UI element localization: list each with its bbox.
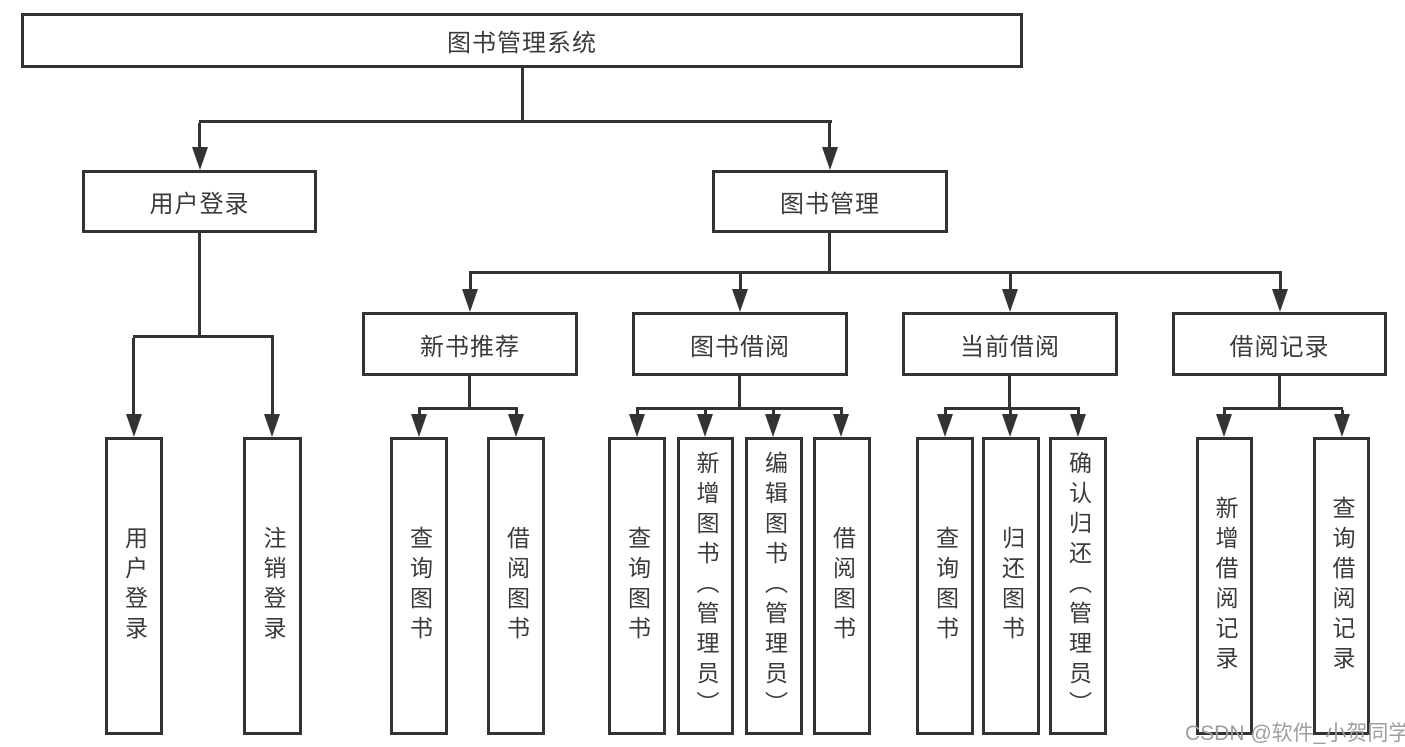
node-borrow-records: 借阅记录 <box>1172 312 1387 376</box>
node-book-borrow: 图书借阅 <box>632 312 848 376</box>
leaf-newbook-borrow-books: 借阅图书 <box>487 437 545 735</box>
arrowhead-cb-confirm <box>1070 414 1086 437</box>
leaf-newbook-query-books-label: 查询图书 <box>406 526 433 646</box>
node-new-book-recommend-label: 新书推荐 <box>420 333 520 361</box>
connector-current-vline <box>1008 376 1011 407</box>
connector-newbook-hline <box>418 407 518 410</box>
leaf-borrow-query-books-label: 查询图书 <box>624 526 651 646</box>
node-book-borrow-label: 图书借阅 <box>690 333 790 361</box>
leaf-current-return-books: 归还图书 <box>982 437 1040 735</box>
leaf-records-add-record-label: 新增借阅记录 <box>1212 496 1238 676</box>
leaf-borrow-edit-books-admin: 编辑图书（管理员） <box>745 437 803 735</box>
arrowhead-nb-borrow <box>508 414 524 437</box>
connector-current-stem-2 <box>1009 410 1012 415</box>
arrowhead-borrow-records <box>1272 289 1288 312</box>
leaf-user-login: 用户登录 <box>105 437 163 735</box>
arrowhead-bb-edit <box>765 414 781 437</box>
leaf-records-query-record-label: 查询借阅记录 <box>1329 496 1355 676</box>
leaf-current-confirm-return-admin-label: 确认归还（管理员） <box>1065 451 1092 721</box>
arrowhead-book-borrow <box>732 289 748 312</box>
node-new-book-recommend: 新书推荐 <box>362 312 578 376</box>
arrowhead-user-login <box>192 147 208 170</box>
connector-root-hline <box>199 120 832 123</box>
connector-root-vline <box>521 68 524 123</box>
connector-userlogin-stem-2 <box>271 338 274 415</box>
connector-newbook-stem-1 <box>418 410 421 415</box>
arrowhead-leaf-user-login <box>126 414 142 437</box>
node-root-label: 图书管理系统 <box>447 30 597 57</box>
leaf-newbook-borrow-books-label: 借阅图书 <box>503 526 530 646</box>
connector-bookmgmt-stem-2 <box>739 274 742 290</box>
arrowhead-br-query <box>1334 414 1350 437</box>
node-user-login-label: 用户登录 <box>149 191 250 218</box>
arrowhead-nb-query <box>411 414 427 437</box>
connector-borrow-stem-2 <box>704 410 707 415</box>
connector-userlogin-hline <box>133 335 274 338</box>
arrowhead-current-borrow <box>1002 289 1018 312</box>
node-user-login: 用户登录 <box>82 170 317 233</box>
leaf-borrow-query-books: 查询图书 <box>608 437 666 735</box>
connector-newbook-stem-2 <box>515 410 518 415</box>
leaf-borrow-borrow-books-label: 借阅图书 <box>829 526 856 646</box>
arrowhead-cb-return <box>1002 414 1018 437</box>
csdn-watermark: CSDN @软件_小贺同学 <box>1185 722 1405 745</box>
connector-current-hline <box>944 407 1080 410</box>
connector-newbook-vline <box>468 376 471 407</box>
arrowhead-bb-borrow <box>833 414 849 437</box>
connector-borrow-stem-1 <box>636 410 639 415</box>
node-current-borrow-label: 当前借阅 <box>960 333 1060 361</box>
connector-bookmgmt-hline <box>469 271 1282 274</box>
arrowhead-book-management <box>822 147 838 170</box>
arrowhead-leaf-logout <box>264 414 280 437</box>
connector-records-hline <box>1223 407 1343 410</box>
node-current-borrow: 当前借阅 <box>902 312 1118 376</box>
connector-records-stem-2 <box>1341 410 1344 415</box>
leaf-records-query-record: 查询借阅记录 <box>1313 437 1370 735</box>
leaf-current-query-books: 查询图书 <box>916 437 974 735</box>
connector-bookmgmt-stem-3 <box>1009 274 1012 290</box>
arrowhead-br-add <box>1216 414 1232 437</box>
connector-records-vline <box>1278 376 1281 407</box>
leaf-current-query-books-label: 查询图书 <box>932 526 959 646</box>
leaf-current-confirm-return-admin: 确认归还（管理员） <box>1049 437 1107 735</box>
connector-bookmgmt-vline <box>828 233 831 271</box>
arrowhead-bb-query <box>629 414 645 437</box>
connector-userlogin-stem-1 <box>132 338 135 415</box>
node-book-management-label: 图书管理 <box>780 191 880 218</box>
connector-userlogin-vline <box>198 233 201 335</box>
arrowhead-new-book <box>462 289 478 312</box>
arrowhead-cb-query <box>937 414 953 437</box>
arrowhead-bb-add <box>697 414 713 437</box>
leaf-borrow-add-books-admin: 新增图书（管理员） <box>677 437 734 735</box>
connector-borrow-hline <box>636 407 843 410</box>
connector-records-stem-1 <box>1223 410 1226 415</box>
leaf-borrow-borrow-books: 借阅图书 <box>813 437 871 735</box>
leaf-records-add-record: 新增借阅记录 <box>1196 437 1253 735</box>
connector-bookmgmt-stem-1 <box>469 274 472 290</box>
leaf-logout-label: 注销登录 <box>260 526 286 646</box>
connector-borrow-stem-3 <box>772 410 775 415</box>
leaf-current-return-books-label: 归还图书 <box>998 526 1025 646</box>
leaf-borrow-add-books-admin-label: 新增图书（管理员） <box>693 451 719 721</box>
leaf-borrow-edit-books-admin-label: 编辑图书（管理员） <box>761 451 788 721</box>
node-root: 图书管理系统 <box>21 13 1023 68</box>
connector-current-stem-1 <box>944 410 947 415</box>
connector-borrow-vline <box>738 376 741 407</box>
leaf-user-login-label: 用户登录 <box>121 526 148 646</box>
leaf-logout: 注销登录 <box>243 437 302 735</box>
connector-borrow-stem-4 <box>840 410 843 415</box>
connector-current-stem-3 <box>1077 410 1080 415</box>
leaf-newbook-query-books: 查询图书 <box>390 437 448 735</box>
node-book-management: 图书管理 <box>712 170 948 233</box>
connector-root-stem-left <box>198 123 201 148</box>
connector-root-stem-right <box>828 123 831 148</box>
connector-bookmgmt-stem-4 <box>1279 274 1282 290</box>
node-borrow-records-label: 借阅记录 <box>1229 333 1330 361</box>
